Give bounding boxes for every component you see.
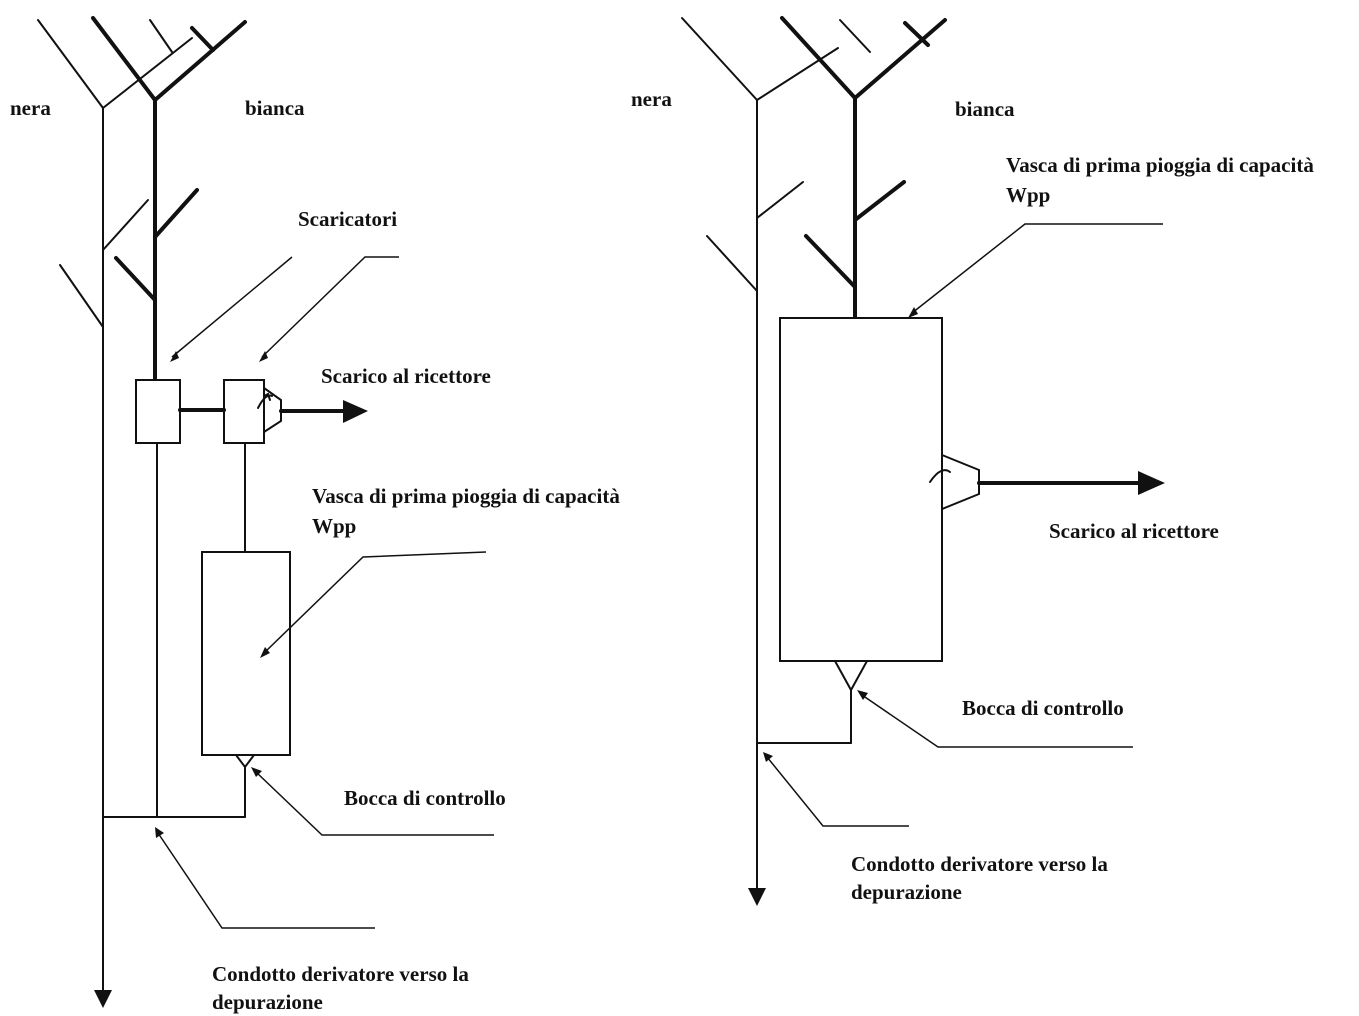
right-first-flush-tank xyxy=(779,317,943,662)
left-label-vasca-line2: Wpp xyxy=(312,514,356,538)
left-nera-network xyxy=(37,19,193,1008)
right-bianca-network xyxy=(780,16,947,320)
right-label-scarico: Scarico al ricettore xyxy=(1049,519,1219,543)
left-label-nera: nera xyxy=(10,96,51,120)
right-weir-outlet xyxy=(941,453,980,511)
left-label-scaricatori: Scaricatori xyxy=(298,207,397,231)
left-label-condotto-line2: depurazione xyxy=(212,990,323,1014)
right-nera-network xyxy=(681,17,839,906)
left-label-vasca-line1: Vasca di prima pioggia di capacità xyxy=(312,484,620,508)
left-overflow-chamber-2 xyxy=(223,379,265,444)
right-control-outlet xyxy=(833,660,869,693)
left-outflow-arrowhead xyxy=(94,990,112,1008)
right-label-condotto-line2: depurazione xyxy=(851,880,962,904)
right-discharge-arrowhead xyxy=(1138,471,1165,495)
left-label-bocca: Bocca di controllo xyxy=(344,786,506,810)
right-label-vasca-line1: Vasca di prima pioggia di capacità xyxy=(1006,153,1314,177)
right-scheme: nera bianca Vasca di prima pioggia di ca… xyxy=(631,16,1314,906)
right-outflow-arrowhead xyxy=(748,888,766,906)
left-first-flush-tank xyxy=(201,551,291,756)
right-label-bianca: bianca xyxy=(955,97,1015,121)
right-label-vasca-line2: Wpp xyxy=(1006,183,1050,207)
left-discharge-arrowhead xyxy=(343,400,368,423)
left-scheme: nera bianca Scaricatori Scarico al ricet… xyxy=(10,16,620,1014)
left-overflow-chamber-1 xyxy=(135,379,181,444)
right-label-bocca: Bocca di controllo xyxy=(962,696,1124,720)
right-label-condotto-line1: Condotto derivatore verso la xyxy=(851,852,1108,876)
left-leader-lines xyxy=(155,256,494,929)
left-weir-outlet xyxy=(263,386,282,434)
left-label-bianca: bianca xyxy=(245,96,305,120)
left-label-condotto-line1: Condotto derivatore verso la xyxy=(212,962,469,986)
left-bianca-network xyxy=(91,16,247,382)
right-leader-lines xyxy=(763,223,1163,827)
left-control-outlet xyxy=(234,754,256,769)
right-label-nera: nera xyxy=(631,87,672,111)
left-label-scarico: Scarico al ricettore xyxy=(321,364,491,388)
